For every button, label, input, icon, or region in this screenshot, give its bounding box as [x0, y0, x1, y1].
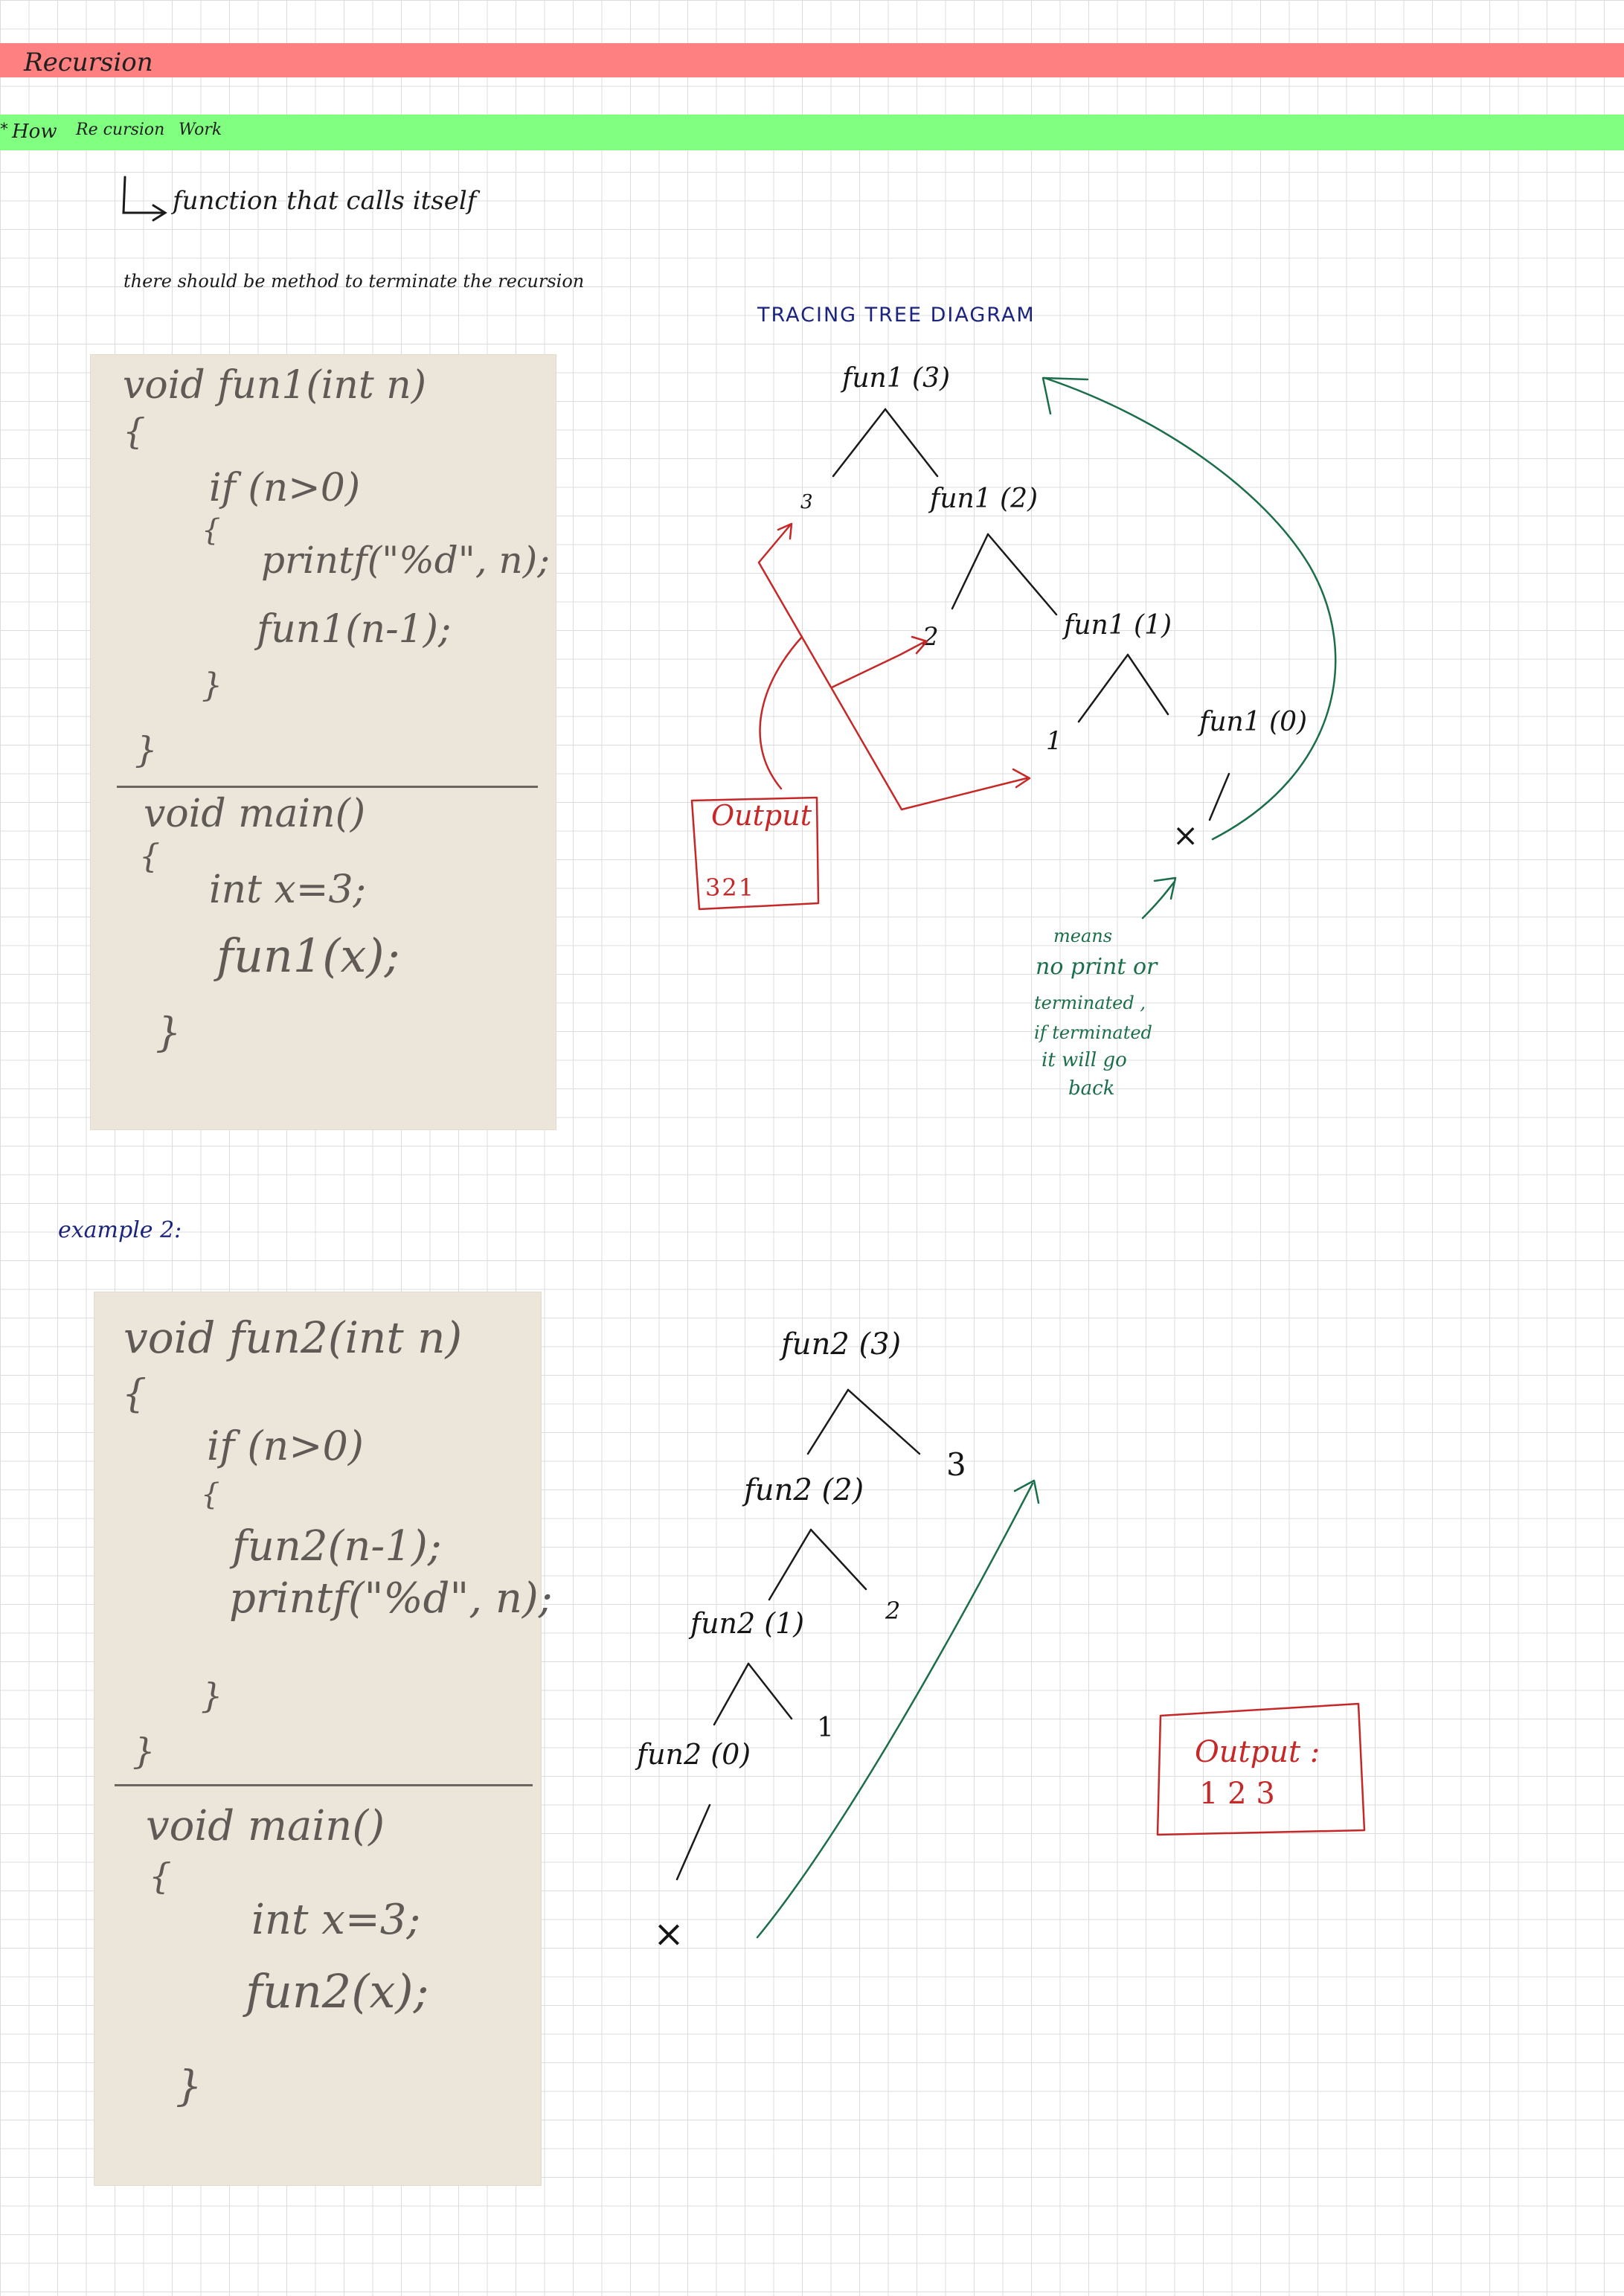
code-line: int x=3;: [209, 868, 367, 912]
termination-note: there should be method to terminate the …: [123, 271, 585, 292]
tree2-node-print2: 2: [885, 1597, 901, 1625]
code-line: }: [201, 1675, 223, 1716]
code-line: {: [202, 513, 221, 548]
tree1-branch: [884, 408, 939, 478]
code-line: }: [202, 667, 222, 705]
tree1-trace-arrow: [900, 777, 1028, 811]
definition-arrow-icon: [122, 176, 165, 214]
tree2-terminate-mark: ×: [653, 1912, 684, 1955]
code-divider: [115, 1784, 533, 1786]
tree2-branch: [806, 1388, 850, 1455]
code-line: void main(): [146, 1802, 385, 1850]
page-title: Recursion: [24, 48, 153, 77]
tree1-branch: [1126, 653, 1169, 716]
section-word-how: How: [12, 121, 57, 143]
tree2-output-box: [1156, 1702, 1366, 1836]
code-line: {: [201, 1478, 220, 1512]
code-photo-fun2: void fun2(int n) { if (n>0) { fun2(n-1);…: [94, 1292, 553, 2186]
tree1-return-arrow: [1043, 376, 1337, 841]
tree1-node-print1: 1: [1046, 726, 1062, 756]
annotation-line: means: [1053, 926, 1113, 946]
bullet-marker: *: [0, 121, 8, 139]
tree2-branch: [847, 1388, 921, 1455]
tree1-output-value: 321: [705, 873, 756, 902]
tree2-output-value: 1 2 3: [1199, 1777, 1275, 1811]
code-line: {: [139, 838, 160, 876]
code-line: if (n>0): [207, 1423, 364, 1469]
tree1-branch: [832, 408, 887, 478]
tree2-branch: [747, 1662, 793, 1720]
tree1-node-fun1-2: fun1 (2): [930, 484, 1039, 514]
tree1-node-fun1-1: fun1 (1): [1064, 610, 1172, 641]
code-photo-fun1: void fun1(int n) { if (n>0) { printf("%d…: [90, 354, 556, 1130]
tree1-node-print3: 3: [800, 491, 813, 513]
code-line: {: [123, 411, 146, 452]
code-line: printf("%d", n);: [229, 1574, 553, 1623]
tree2-return-arrow: [756, 1482, 1034, 1939]
tree1-branch: [1208, 772, 1230, 821]
tree1-trace-arrow: [830, 640, 927, 689]
code-line: if (n>0): [209, 466, 361, 510]
tree2-branch: [809, 1528, 867, 1591]
tree1-branch: [1077, 653, 1129, 723]
code-line: fun1(n-1);: [257, 607, 452, 652]
code-line: }: [132, 1731, 155, 1772]
tree2-node-fun2-2: fun2 (2): [744, 1473, 864, 1507]
tree1-terminate-mark: ×: [1172, 817, 1199, 853]
code-line: void fun1(int n): [123, 363, 427, 408]
code-line: }: [155, 1009, 182, 1056]
code-divider: [117, 786, 538, 788]
annotation-pointer: [1141, 881, 1175, 920]
tree2-branch: [675, 1803, 711, 1881]
annotation-line: terminated ,: [1034, 993, 1146, 1013]
tree2-node-fun2-0: fun2 (0): [637, 1738, 751, 1771]
tree1-node-fun1-0: fun1 (0): [1199, 707, 1308, 737]
code-line: fun2(n-1);: [232, 1522, 442, 1571]
tree2-node-root: fun2 (3): [781, 1327, 902, 1362]
annotation-line: it will go: [1042, 1049, 1127, 1071]
code-line: fun1(x);: [216, 929, 400, 983]
tree1-node-root: fun1 (3): [842, 363, 951, 394]
code-line: }: [176, 2062, 202, 2111]
definition-note: function that calls itself: [173, 186, 477, 216]
tree2-output-title: Output :: [1195, 1735, 1320, 1769]
tree1-output-title: Output: [711, 799, 812, 832]
annotation-line: back: [1068, 1077, 1115, 1100]
tree2-node-print3: 3: [946, 1446, 966, 1483]
section-word-recursion: Re cursion: [76, 121, 165, 139]
section-word-work: Work: [179, 121, 222, 139]
tree-diagram-heading: TRACING TREE DIAGRAM: [757, 304, 1036, 327]
code-line: fun2(x);: [245, 1964, 429, 2018]
tree1-branch: [986, 533, 1058, 616]
title-band: Recursion: [0, 43, 1624, 77]
tree1-output-box: [690, 796, 820, 911]
example2-label: example 2:: [58, 1217, 182, 1243]
code-line: void main(): [144, 792, 366, 836]
code-line: }: [135, 729, 158, 771]
tree1-trace-arrow: [757, 524, 903, 811]
annotation-line: no print or: [1036, 954, 1158, 980]
code-line: {: [149, 1856, 172, 1897]
tree1-node-print2: 2: [922, 622, 939, 652]
tree2-node-fun2-1: fun2 (1): [690, 1607, 805, 1640]
tree1-trace-arrow: [759, 635, 803, 790]
section-band: * How Re cursion Work: [0, 115, 1624, 150]
tree2-branch: [768, 1528, 812, 1601]
tree2-node-print1: 1: [817, 1713, 834, 1743]
code-line: {: [122, 1372, 147, 1417]
annotation-line: if terminated: [1034, 1022, 1152, 1043]
tree2-branch: [713, 1662, 750, 1726]
tree1-branch: [951, 533, 989, 610]
code-line: int x=3;: [251, 1896, 421, 1944]
code-line: printf("%d", n);: [261, 539, 551, 582]
code-line: void fun2(int n): [123, 1312, 463, 1363]
